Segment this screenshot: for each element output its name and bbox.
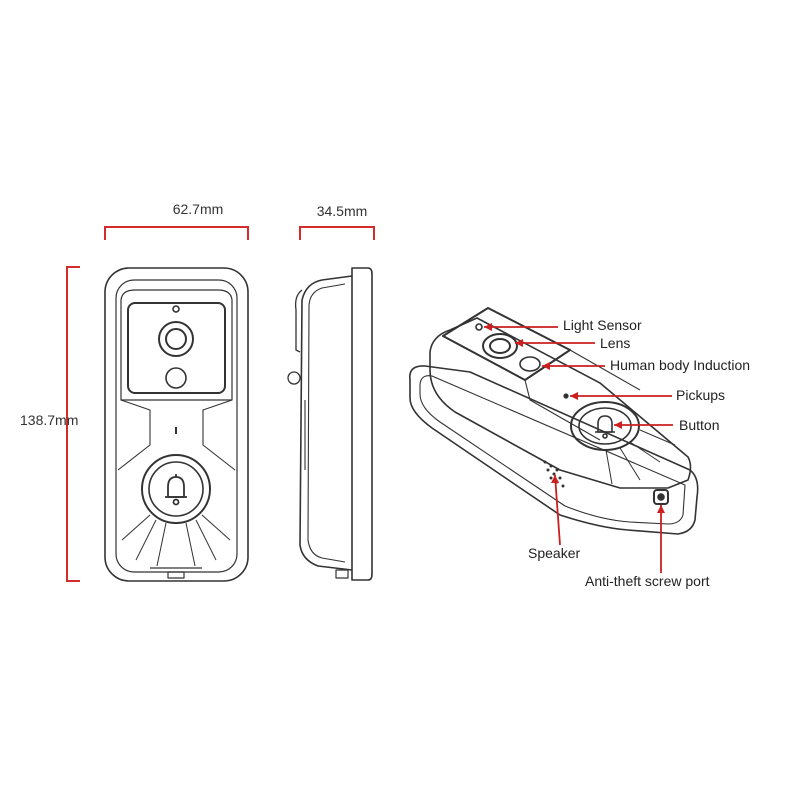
lens-label: Lens xyxy=(600,335,630,351)
height-dimension-label: 138.7mm xyxy=(20,412,78,428)
height-dimension-bracket xyxy=(66,266,80,582)
iso-main-body xyxy=(429,317,692,489)
button-outer-ring xyxy=(141,454,211,524)
iso-base-inner xyxy=(419,375,686,525)
width-dimension-bracket xyxy=(104,226,249,240)
iso-body-seam xyxy=(524,349,641,441)
pickups-label: Pickups xyxy=(676,387,725,403)
side-inner-profile xyxy=(307,283,346,563)
iso-button-ring xyxy=(578,407,632,445)
leader-lines xyxy=(484,326,673,573)
front-outer-shell xyxy=(104,267,249,582)
camera-panel xyxy=(127,302,226,394)
anti-theft-screw-port-label: Anti-theft screw port xyxy=(585,573,710,589)
screw-port-tab xyxy=(167,571,185,579)
leader-arrowheads xyxy=(484,323,665,513)
lens-ring xyxy=(158,321,194,357)
iso-speaker-grille xyxy=(543,460,565,488)
iso-lens xyxy=(489,338,511,354)
light-sensor-label: Light Sensor xyxy=(563,317,642,333)
front-view xyxy=(104,267,249,582)
iso-light-sensor xyxy=(475,323,483,331)
camera-panel-bezel xyxy=(120,289,233,401)
depth-dimension-label: 34.5mm xyxy=(317,203,368,219)
side-screw-tab xyxy=(335,569,349,579)
side-mount-plate xyxy=(351,267,373,581)
bell-icon xyxy=(165,474,187,506)
side-view xyxy=(287,267,373,581)
iso-button-surround-rays xyxy=(605,429,676,485)
iso-bell-icon xyxy=(595,415,615,439)
depth-dimension-bracket xyxy=(299,226,375,240)
button-surround-rays xyxy=(121,514,231,567)
side-button-bump xyxy=(294,289,303,353)
button-ring xyxy=(148,461,204,517)
speaker-leader xyxy=(554,474,561,546)
iso-screw-port xyxy=(653,489,669,505)
isometric-view xyxy=(408,307,699,535)
front-inner-shell xyxy=(115,279,238,573)
side-sensor-bump xyxy=(287,371,301,385)
iso-lens-ring xyxy=(482,333,518,359)
iso-button-outer-ring xyxy=(570,401,640,451)
speaker-label: Speaker xyxy=(528,545,580,561)
button-label: Button xyxy=(679,417,719,433)
pir-sensor xyxy=(165,367,187,389)
lens xyxy=(165,328,187,350)
front-body-seam xyxy=(117,399,236,471)
iso-screw-hole xyxy=(657,493,665,501)
iso-pir-sensor xyxy=(519,356,541,372)
iso-base-plate xyxy=(408,365,699,535)
side-body-profile xyxy=(299,275,353,571)
width-dimension-label: 62.7mm xyxy=(173,201,224,217)
human-body-induction-label: Human body Induction xyxy=(610,357,750,373)
light-sensor-dot xyxy=(172,305,180,313)
dimension-lines xyxy=(66,226,375,582)
iso-camera-panel xyxy=(442,307,571,381)
iso-pickup-hole xyxy=(563,393,569,399)
